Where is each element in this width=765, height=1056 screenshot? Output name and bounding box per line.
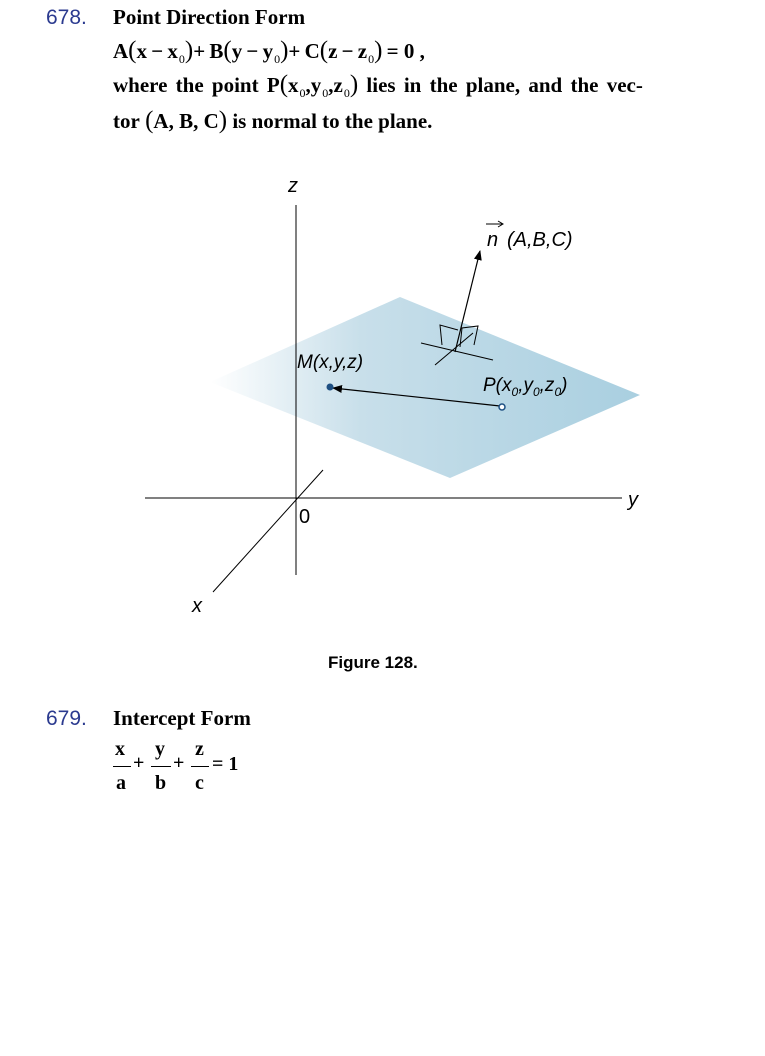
section-title-679: Intercept Form [113, 706, 251, 730]
point-p-dot [498, 403, 506, 411]
fraction-z-numerator: z [195, 738, 204, 760]
axis-z-label: z [287, 175, 298, 197]
fraction-y-denominator: b [155, 772, 167, 794]
axis-x-label: x [191, 595, 203, 617]
fraction-bar-y [151, 766, 171, 767]
fraction-y-numerator: y [155, 738, 165, 760]
plane-shape [210, 297, 640, 478]
plus-sign-2: + [173, 752, 185, 774]
section-number-679: 679. [46, 707, 87, 730]
description-line-1: where the point P(x0,y0,z0) lies in the … [113, 71, 643, 100]
point-p-label: P(x0,y0,z0) [483, 375, 567, 399]
fraction-bar-x [113, 766, 131, 767]
equals-one: = 1 [212, 753, 239, 775]
normal-vector-line [454, 250, 482, 353]
normal-indicator-1 [420, 342, 494, 361]
normal-coords-label: (A,B,C) [507, 229, 573, 251]
right-angle-mark-2 [459, 325, 479, 348]
point-m-dot [326, 383, 334, 391]
section-title-678: Point Direction Form [113, 5, 306, 29]
description-line-2: tor (A, B, C) is normal to the plane. [113, 107, 433, 134]
figure-128-diagram: z y x 0 M(x,y,z) P(x0,y0,z0) n (A,B,C) [145, 175, 640, 617]
fraction-x-denominator: a [116, 772, 126, 794]
normal-n-label: n [487, 229, 498, 251]
point-p-expression: P(x0,y0,z0) [266, 71, 359, 100]
pm-vector-line [332, 384, 501, 407]
normal-n-arrow-head [497, 220, 504, 228]
x-axis [212, 469, 324, 593]
fraction-z-denominator: c [195, 772, 204, 794]
point-m-label: M(x,y,z) [297, 352, 363, 373]
fraction-bar-z [191, 766, 209, 767]
axis-y-label: y [626, 489, 639, 511]
figure-caption: Figure 128. [328, 653, 418, 672]
normal-indicator-2 [434, 332, 474, 366]
section-number-678: 678. [46, 6, 87, 29]
right-angle-mark-1 [439, 324, 459, 346]
fraction-x-numerator: x [115, 738, 125, 760]
point-direction-formula: A(x − x0)+ B(y − y0)+ C(z − z0) = 0 , [113, 37, 425, 66]
plus-sign-1: + [133, 752, 145, 774]
origin-label: 0 [299, 506, 310, 528]
intercept-formula: x a + y b + z c = 1 [113, 738, 253, 798]
